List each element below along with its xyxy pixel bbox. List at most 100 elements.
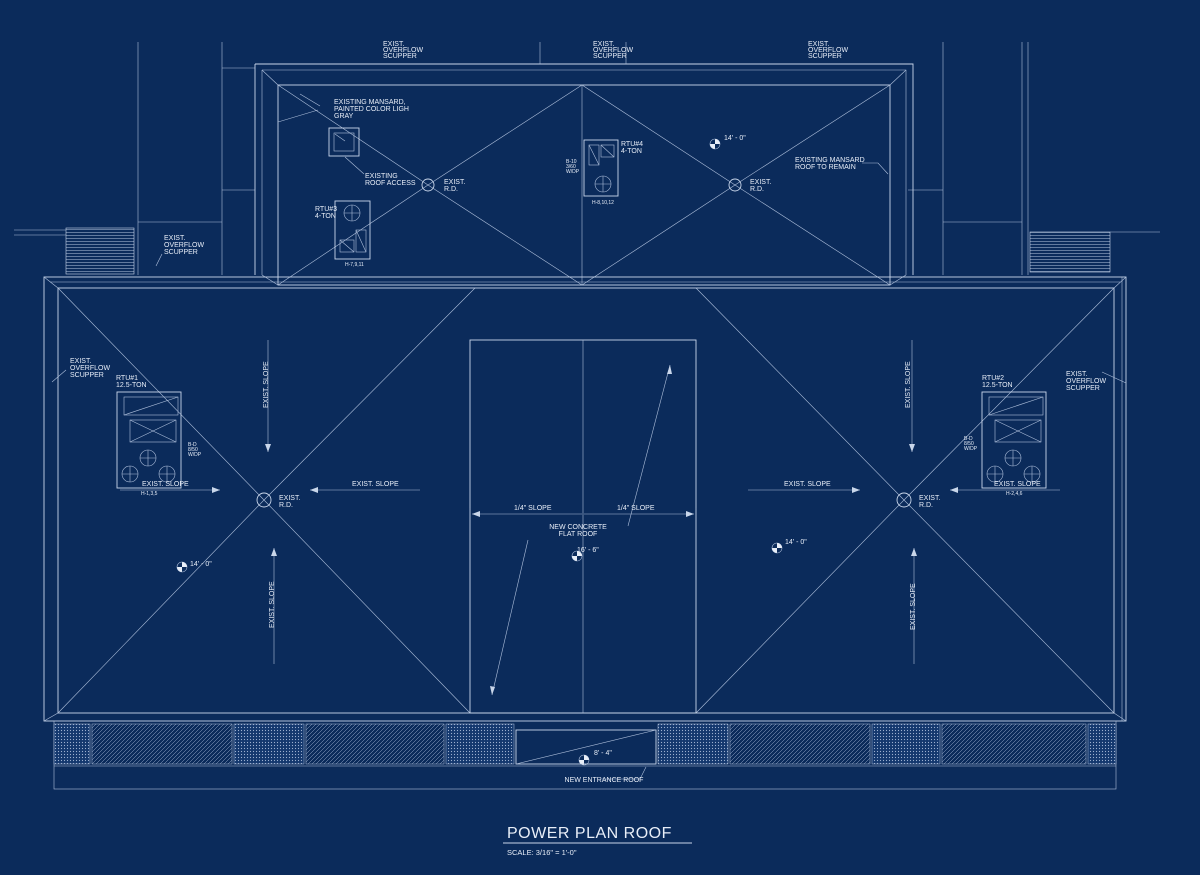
elevation-label: 8' - 4" <box>594 750 612 757</box>
note-new-entrance: NEW ENTRANCE ROOF <box>565 777 644 784</box>
slope-label-quarter: 1/4" SLOPE <box>617 505 655 512</box>
svg-text:OVERFLOW: OVERFLOW <box>164 242 204 249</box>
svg-text:12.5-TON: 12.5-TON <box>116 382 147 389</box>
svg-text:H-1,3,5: H-1,3,5 <box>141 491 158 497</box>
scupper-label-left-side: EXIST. OVERFLOW SCUPPER <box>70 358 110 379</box>
svg-text:NEW CONCRETE: NEW CONCRETE <box>549 524 607 531</box>
svg-text:EXIST.: EXIST. <box>919 495 940 502</box>
svg-text:EXIST.: EXIST. <box>808 41 829 48</box>
svg-text:RTU#3: RTU#3 <box>315 206 337 213</box>
svg-text:3/60: 3/60 <box>566 164 576 170</box>
roof-drain-icon <box>728 178 742 192</box>
drain-label-upper-left: EXIST. R.D. <box>444 179 465 193</box>
elevation-label: 16' - 6" <box>577 547 599 554</box>
slope-label: EXIST. SLOPE <box>142 481 189 488</box>
svg-text:12.5-TON: 12.5-TON <box>982 382 1013 389</box>
rtu2-unit <box>981 391 1047 489</box>
svg-text:FLAT ROOF: FLAT ROOF <box>559 531 598 538</box>
svg-text:SCUPPER: SCUPPER <box>1066 385 1100 392</box>
svg-text:W/DP: W/DP <box>566 169 580 175</box>
svg-text:SCUPPER: SCUPPER <box>164 249 198 256</box>
svg-text:R.D.: R.D. <box>279 502 293 509</box>
svg-text:EXIST.: EXIST. <box>70 358 91 365</box>
svg-text:EXIST.: EXIST. <box>1066 371 1087 378</box>
svg-text:SCUPPER: SCUPPER <box>593 53 627 60</box>
rtu2-label: RTU#2 12.5-TON H-2,4,6 B-D 8/50 W/DP <box>964 375 1023 497</box>
scupper-label-top-right: EXIST. OVERFLOW SCUPPER <box>808 41 848 60</box>
elevation-label: 14' - 0" <box>785 539 807 546</box>
drawing-scale: SCALE: 3/16" = 1'-0" <box>507 848 577 857</box>
slope-label: EXIST. SLOPE <box>994 481 1041 488</box>
svg-text:R.D.: R.D. <box>919 502 933 509</box>
rtu4-unit <box>583 139 619 197</box>
svg-text:EXIST.: EXIST. <box>279 495 300 502</box>
elevation-label: 14' - 0" <box>190 561 212 568</box>
right-exterior-stair <box>1029 231 1160 273</box>
svg-text:B-10: B-10 <box>566 159 577 165</box>
svg-text:OVERFLOW: OVERFLOW <box>808 47 848 54</box>
rtu3-label: RTU#3 4-TON H-7,9,11 <box>315 206 364 268</box>
scupper-label-right-side: EXIST. OVERFLOW SCUPPER <box>1066 371 1106 392</box>
note-mansard-remain: EXISTING MANSARD ROOF TO REMAIN <box>795 157 865 171</box>
svg-text:8/50: 8/50 <box>964 441 974 447</box>
svg-text:PAINTED COLOR LIGH: PAINTED COLOR LIGH <box>334 106 409 113</box>
svg-text:EXIST.: EXIST. <box>750 179 771 186</box>
rtu4-label: RTU#4 4-TON H-8,10,12 B-10 3/60 W/DP <box>566 141 643 206</box>
svg-text:B-D: B-D <box>964 436 973 442</box>
svg-text:RTU#2: RTU#2 <box>982 375 1004 382</box>
elevation-marker-icon <box>176 138 783 766</box>
slope-label: EXIST. SLOPE <box>269 581 276 628</box>
svg-text:OVERFLOW: OVERFLOW <box>70 365 110 372</box>
note-new-concrete: NEW CONCRETE FLAT ROOF <box>549 524 607 538</box>
drain-label-lower-right: EXIST. R.D. <box>919 495 940 509</box>
svg-text:EXIST.: EXIST. <box>383 41 404 48</box>
svg-text:SCUPPER: SCUPPER <box>383 53 417 60</box>
svg-text:4-TON: 4-TON <box>621 148 642 155</box>
roof-drain-icon <box>421 178 435 192</box>
svg-text:OVERFLOW: OVERFLOW <box>383 47 423 54</box>
roof-access-hatch <box>328 127 360 157</box>
left-exterior-stair <box>14 227 135 275</box>
svg-text:EXISTING: EXISTING <box>365 173 398 180</box>
slope-label: EXIST. SLOPE <box>905 361 912 408</box>
svg-text:EXIST.: EXIST. <box>444 179 465 186</box>
leader-lines <box>51 93 1127 780</box>
note-roof-access: EXISTING ROOF ACCESS <box>365 173 416 187</box>
slope-label: EXIST. SLOPE <box>910 583 917 630</box>
svg-text:EXISTING MANSARD: EXISTING MANSARD <box>795 157 865 164</box>
note-mansard-gray: EXISTING MANSARD, PAINTED COLOR LIGH GRA… <box>334 99 409 120</box>
svg-text:EXIST.: EXIST. <box>164 235 185 242</box>
scupper-label-left-upper: EXIST. OVERFLOW SCUPPER <box>164 235 204 256</box>
slope-label: EXIST. SLOPE <box>263 361 270 408</box>
new-entrance-roof <box>515 729 657 765</box>
scupper-label-top-left: EXIST. OVERFLOW SCUPPER <box>383 41 423 60</box>
scupper-label-top-center: EXIST. OVERFLOW SCUPPER <box>593 41 633 60</box>
svg-text:RTU#4: RTU#4 <box>621 141 643 148</box>
svg-text:H-2,4,6: H-2,4,6 <box>1006 491 1023 497</box>
upper-roof-block <box>137 42 1029 286</box>
svg-text:SCUPPER: SCUPPER <box>808 53 842 60</box>
svg-text:EXISTING MANSARD,: EXISTING MANSARD, <box>334 99 406 106</box>
svg-text:SCUPPER: SCUPPER <box>70 372 104 379</box>
svg-text:H-7,9,11: H-7,9,11 <box>345 262 364 268</box>
drain-label-lower-left: EXIST. R.D. <box>279 495 300 509</box>
svg-text:ROOF TO REMAIN: ROOF TO REMAIN <box>795 164 856 171</box>
svg-text:B-D: B-D <box>188 442 197 448</box>
svg-text:W/DP: W/DP <box>964 446 978 452</box>
front-facade <box>53 720 1117 790</box>
svg-text:OVERFLOW: OVERFLOW <box>1066 378 1106 385</box>
svg-text:EXIST.: EXIST. <box>593 41 614 48</box>
svg-text:8/50: 8/50 <box>188 447 198 453</box>
rtu3-unit <box>334 200 371 260</box>
elevation-label: 14' - 0" <box>724 135 746 142</box>
svg-text:W/DP: W/DP <box>188 452 202 458</box>
slope-label: EXIST. SLOPE <box>352 481 399 488</box>
drawing-title: POWER PLAN ROOF <box>507 825 672 842</box>
svg-text:H-8,10,12: H-8,10,12 <box>592 200 614 206</box>
svg-text:4-TON: 4-TON <box>315 213 336 220</box>
svg-text:GRAY: GRAY <box>334 113 354 120</box>
rtu1-label: RTU#1 12.5-TON H-1,3,5 B-D 8/50 W/DP <box>116 375 202 497</box>
roof-drain-icon <box>256 492 272 508</box>
main-roof <box>43 276 1127 722</box>
